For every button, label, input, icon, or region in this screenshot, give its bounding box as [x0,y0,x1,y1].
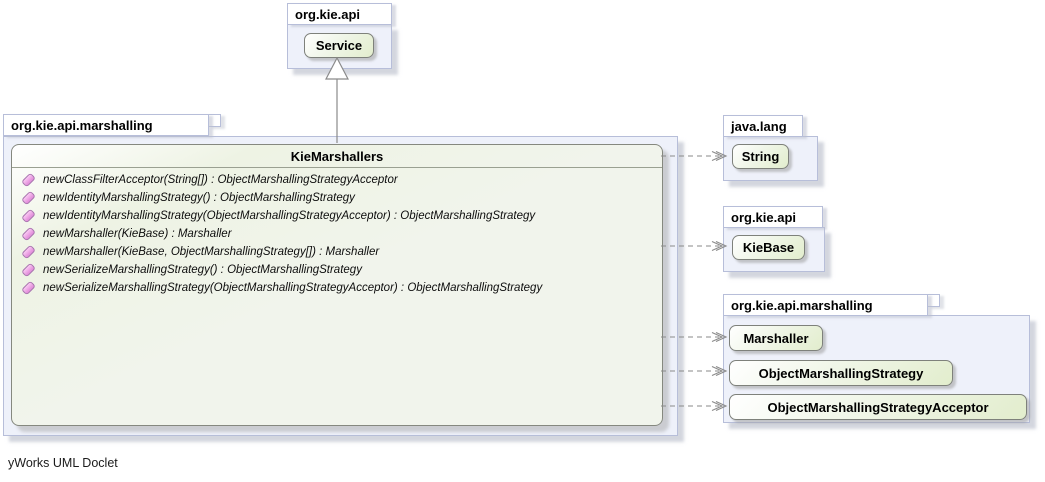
class-kiebase[interactable]: KieBase [732,235,805,260]
method-icon [21,190,36,206]
package-tab: org.kie.api [287,3,392,25]
class-service[interactable]: Service [304,33,374,58]
package-tab-step [927,294,940,307]
method-row[interactable]: newSerializeMarshallingStrategy() : Obje… [12,261,662,279]
method-row[interactable]: newClassFilterAcceptor(String[]) : Objec… [12,171,662,189]
method-signature: newIdentityMarshallingStrategy() : Objec… [43,192,355,204]
class-title[interactable]: KieMarshallers [12,145,662,168]
package-name: org.kie.api.marshalling [731,298,873,313]
method-icon [21,208,36,224]
package-tab: java.lang [723,115,803,137]
method-list: newClassFilterAcceptor(String[]) : Objec… [12,168,662,297]
method-signature: newSerializeMarshallingStrategy(ObjectMa… [43,282,543,294]
package-body: Service [287,24,392,69]
package-body: Marshaller ObjectMarshallingStrategy Obj… [723,315,1030,423]
class-objectmarshallingstrategyacceptor[interactable]: ObjectMarshallingStrategyAcceptor [729,394,1027,420]
package-name: org.kie.api [295,7,361,22]
class-objectmarshallingstrategy[interactable]: ObjectMarshallingStrategy [729,360,953,386]
method-row[interactable]: newMarshaller(KieBase) : Marshaller [12,225,662,243]
method-signature: newSerializeMarshallingStrategy() : Obje… [43,264,362,276]
package-tab: org.kie.api.marshalling [723,294,928,316]
method-icon [21,262,36,278]
method-row[interactable]: newIdentityMarshallingStrategy(ObjectMar… [12,207,662,225]
method-signature: newMarshaller(KieBase, ObjectMarshalling… [43,246,380,258]
class-marshaller[interactable]: Marshaller [729,325,823,351]
package-body: KieBase [723,227,825,272]
method-icon [21,172,36,188]
package-name: java.lang [731,119,787,134]
package-tab-step [208,114,221,127]
package-body: KieMarshallers newClassFilterAcceptor(St… [3,136,678,436]
class-kiemarshallers: KieMarshallers newClassFilterAcceptor(St… [11,144,663,426]
method-icon [21,280,36,296]
method-signature: newIdentityMarshallingStrategy(ObjectMar… [43,210,536,222]
package-tab: org.kie.api.marshalling [3,114,209,136]
method-row[interactable]: newSerializeMarshallingStrategy(ObjectMa… [12,279,662,297]
package-body: String [723,136,818,181]
doclet-credit-text: yWorks UML Doclet [8,456,118,470]
package-name: org.kie.api.marshalling [11,118,153,133]
method-icon [21,244,36,260]
package-name: org.kie.api [731,210,797,225]
generalization-edge [325,56,349,143]
method-icon [21,226,36,242]
method-signature: newClassFilterAcceptor(String[]) : Objec… [43,174,398,186]
class-string[interactable]: String [732,144,789,169]
method-signature: newMarshaller(KieBase) : Marshaller [43,228,232,240]
method-row[interactable]: newMarshaller(KieBase, ObjectMarshalling… [12,243,662,261]
method-row[interactable]: newIdentityMarshallingStrategy() : Objec… [12,189,662,207]
package-tab: org.kie.api [723,206,823,228]
